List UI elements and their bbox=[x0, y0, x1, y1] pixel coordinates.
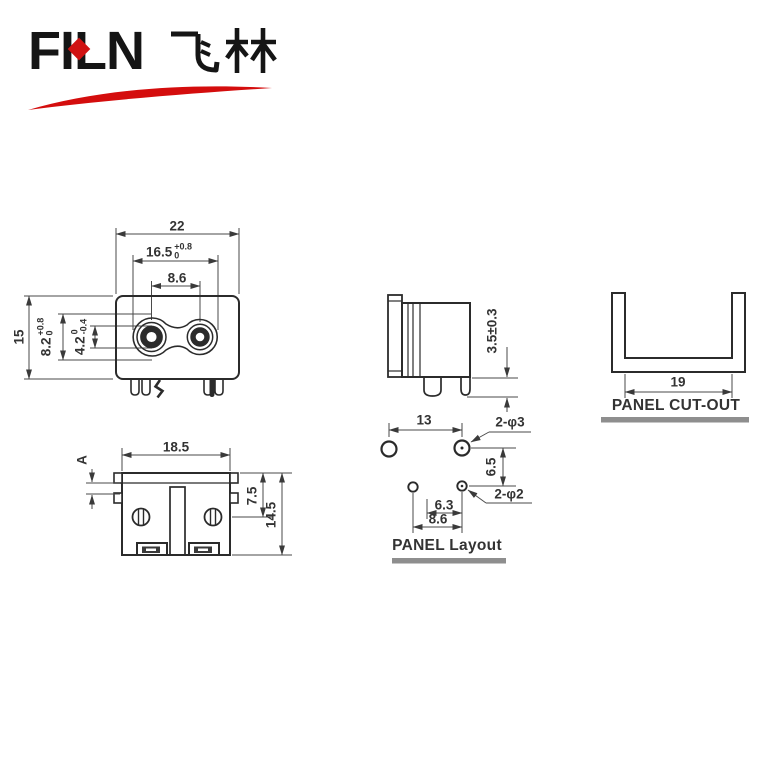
dim-hole-spacing-x: 13 bbox=[416, 412, 432, 428]
dim-screw-depth: 7.5 bbox=[244, 486, 260, 506]
brand-chinese-characters bbox=[171, 28, 277, 73]
dim-opening-width-main: 16.5 bbox=[145, 244, 173, 260]
dim-body-height: 14.5 bbox=[263, 501, 279, 529]
front-view-linework bbox=[115, 295, 240, 399]
dim-offset-x: 6.3 bbox=[434, 497, 454, 513]
dim-pin-length: 3.5±0.3 bbox=[484, 308, 500, 354]
dim-notch-label: A bbox=[74, 455, 90, 465]
logo-swoosh bbox=[28, 86, 272, 110]
front-view-dimensions bbox=[24, 228, 240, 380]
panel-layout-linework bbox=[380, 439, 471, 493]
panel-cutout-title: PANEL CUT-OUT bbox=[611, 397, 741, 414]
dim-opening-height-main: 8.2 bbox=[38, 337, 54, 357]
side-view-linework bbox=[387, 294, 471, 397]
dim-body-width: 18.5 bbox=[162, 439, 190, 455]
panel-layout-dimensions bbox=[388, 423, 532, 564]
side-view-dimensions bbox=[467, 347, 518, 412]
dim-cutout-width: 19 bbox=[670, 374, 686, 390]
rear-view-dimensions bbox=[86, 448, 292, 556]
filn-logo: FILN bbox=[28, 24, 278, 110]
dim-small-hole-spacing: 8.6 bbox=[428, 511, 448, 527]
panel-layout-title: PANEL Layout bbox=[392, 537, 502, 554]
dim-hole-height-tolerance: 0-0.4 bbox=[69, 318, 89, 335]
label-small-holes: 2-φ2 bbox=[494, 486, 524, 502]
dim-overall-width: 22 bbox=[169, 218, 185, 234]
dim-overall-height: 15 bbox=[11, 329, 27, 345]
panel-cutout-linework bbox=[611, 292, 746, 373]
dim-hole-spacing-y: 6.5 bbox=[483, 457, 499, 477]
label-big-holes: 2-φ3 bbox=[495, 414, 525, 430]
rear-view-linework bbox=[113, 472, 239, 556]
dim-socket-spacing: 8.6 bbox=[167, 270, 187, 286]
glyph-lin bbox=[225, 28, 277, 73]
panel-cutout-dimensions bbox=[601, 374, 749, 423]
dim-hole-height: 4.2 0-0.4 bbox=[69, 318, 90, 356]
dim-hole-height-main: 4.2 bbox=[72, 336, 88, 356]
glyph-fei bbox=[171, 31, 220, 73]
